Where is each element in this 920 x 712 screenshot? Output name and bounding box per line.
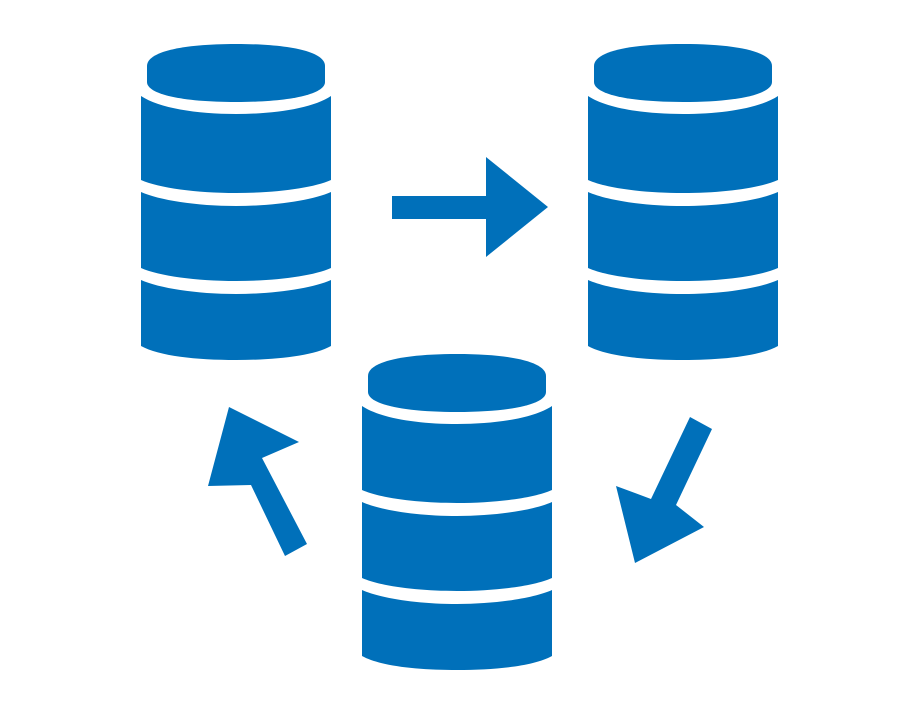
arrow-up-left-icon (208, 407, 307, 556)
database-cylinder (588, 44, 778, 360)
arrow-right-icon (392, 157, 548, 257)
database-cylinder (141, 44, 331, 360)
database-top-right-icon (588, 44, 778, 360)
database-bottom-center-icon (362, 354, 552, 670)
database-cylinder (362, 354, 552, 670)
arrow-down-left-icon (616, 417, 712, 563)
database-top-left-icon (141, 44, 331, 360)
